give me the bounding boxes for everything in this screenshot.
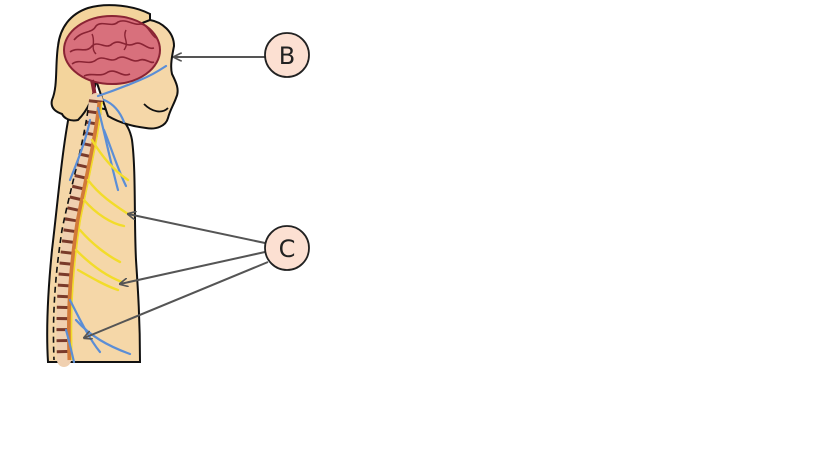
label-c-circle [264,225,310,271]
label-b-text: B [279,42,295,70]
label-c: C [264,225,310,271]
spinal-cord [66,101,103,361]
label-b: B [264,32,310,78]
brain [63,15,161,107]
spine [52,93,103,367]
human-figure [46,4,179,367]
pointer-arrows [84,57,269,338]
yellow-nerves [74,138,130,292]
arrow-to-middle-nerves [120,251,266,284]
arrow-to-lower-nerves [84,261,269,338]
label-c-text: C [279,235,296,263]
arrow-to-upper-nerves [128,214,266,244]
mouth [143,103,169,113]
label-b-circle [264,32,310,78]
blue-nerves [64,64,168,364]
